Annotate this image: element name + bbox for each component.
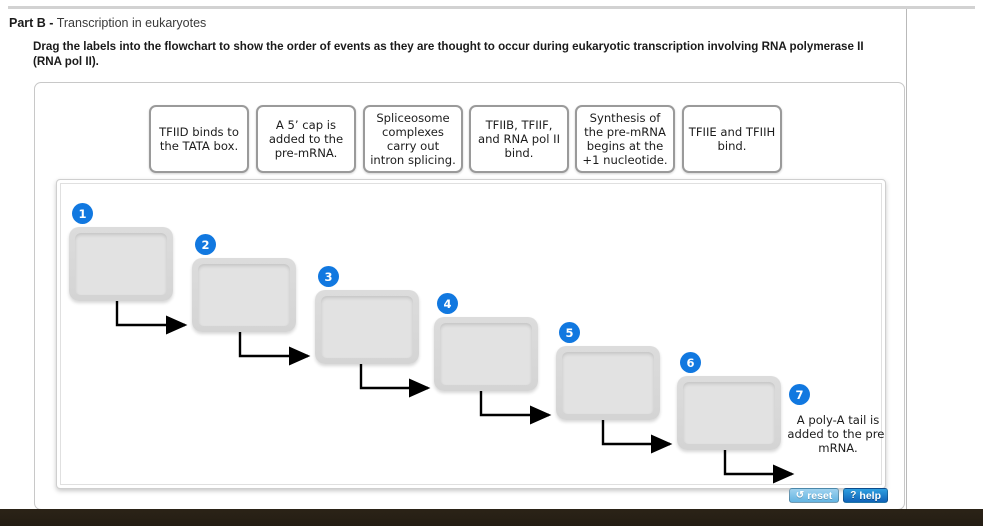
step-badge-5: 5: [559, 322, 580, 343]
drop-slot-2[interactable]: [192, 258, 296, 332]
panel-footer: ↺ reset ? help: [788, 488, 888, 503]
drop-slot-6[interactable]: [677, 376, 781, 450]
drag-label-tfiib-tfiif-polii[interactable]: TFIIB, TFIIF, and RNA pol II bind.: [469, 105, 569, 173]
help-button[interactable]: ? help: [843, 488, 888, 503]
page-right-divider: [906, 9, 907, 517]
exercise-panel: TFIID binds to the TATA box.A 5’ cap is …: [34, 82, 905, 510]
drag-label-spliceosome[interactable]: Spliceosome complexes carry out intron s…: [363, 105, 463, 173]
top-divider: [8, 6, 975, 9]
clipped-bottom-strip: [0, 509, 983, 526]
drop-slot-4[interactable]: [434, 317, 538, 391]
page-title: Part B - Transcription in eukaryotes: [9, 15, 206, 31]
step-badge-3: 3: [318, 266, 339, 287]
drop-slot-1[interactable]: [69, 227, 173, 301]
drag-label-five-prime-cap[interactable]: A 5’ cap is added to the pre-mRNA.: [256, 105, 356, 173]
drag-label-synthesis-plus-one[interactable]: Synthesis of the pre-mRNA begins at the …: [575, 105, 675, 173]
step-badge-6: 6: [680, 352, 701, 373]
step-badge-4: 4: [437, 293, 458, 314]
drag-label-tray: TFIID binds to the TATA box.A 5’ cap is …: [149, 105, 895, 177]
reset-button[interactable]: ↺ reset: [788, 488, 840, 503]
part-title: Transcription in eukaryotes: [56, 16, 207, 30]
step-badge-2: 2: [195, 234, 216, 255]
drop-slot-5[interactable]: [556, 346, 660, 420]
flowchart-canvas[interactable]: 1 2 3 4 5 6 A poly-A tail is added to the pre-…: [56, 179, 886, 489]
help-button-label: help: [859, 489, 881, 502]
instructions-text: Drag the labels into the flowchart to sh…: [33, 40, 864, 68]
part-label: Part B -: [9, 16, 54, 30]
drop-slot-3[interactable]: [315, 290, 419, 364]
reset-button-label: reset: [807, 489, 833, 502]
question-icon: ?: [850, 489, 857, 501]
step-badge-1: 1: [72, 203, 93, 224]
drag-label-tfiie-tfiih[interactable]: TFIIE and TFIIH bind.: [682, 105, 782, 173]
step-badge-7: 7: [789, 384, 810, 405]
filled-answer-7[interactable]: A poly-A tail is added to the pre-mRNA.: [787, 413, 886, 456]
refresh-icon: ↺: [795, 489, 805, 501]
drag-label-tfiid-tata[interactable]: TFIID binds to the TATA box.: [149, 105, 249, 173]
